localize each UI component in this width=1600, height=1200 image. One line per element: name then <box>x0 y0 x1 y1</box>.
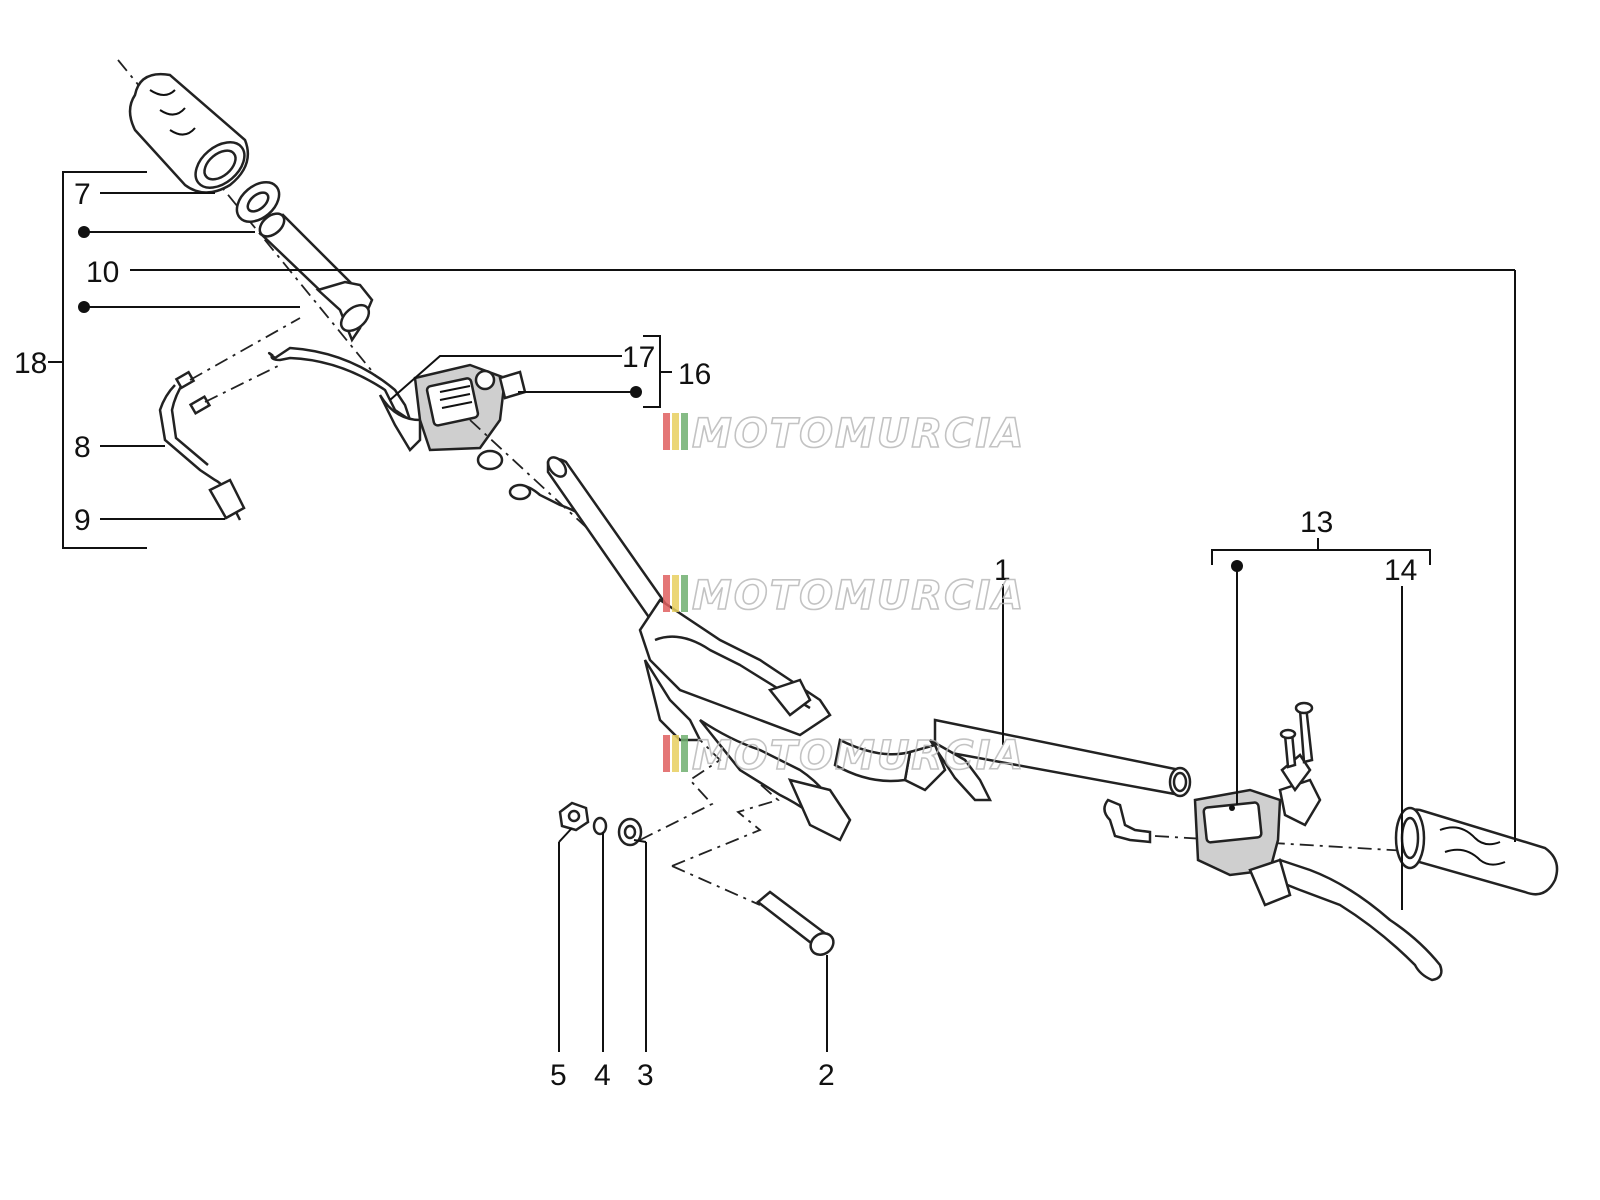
lock-washer <box>592 816 608 836</box>
callout-10: 10 <box>86 256 119 289</box>
callout-7: 7 <box>74 178 91 211</box>
left-brake-master-cylinder <box>267 346 601 541</box>
callout-labels: 18 7 10 8 9 17 16 1 13 14 5 4 3 2 <box>14 178 1417 1092</box>
cable-adjuster <box>208 478 246 520</box>
callout-1: 1 <box>994 554 1011 587</box>
callout-5: 5 <box>550 1059 567 1092</box>
left-rubber-grip <box>128 72 250 194</box>
watermark-middle: MOTOMURCIA <box>663 572 1025 620</box>
callout-2: 2 <box>818 1059 835 1092</box>
callout-8: 8 <box>74 431 91 464</box>
watermark-top: MOTOMURCIA <box>663 410 1025 458</box>
callout-17: 17 <box>622 341 655 374</box>
callout-leaders <box>48 171 1516 1052</box>
callout-3: 3 <box>637 1059 654 1092</box>
throttle-cable <box>158 370 242 521</box>
watermark-text-middle: MOTOMURCIA <box>692 573 1025 619</box>
throttle-tube <box>258 212 374 343</box>
left-grip-assembly <box>117 59 421 521</box>
callout-18: 18 <box>14 347 47 380</box>
handlebar-tube-main <box>546 456 1192 842</box>
watermark-text-top: MOTOMURCIA <box>692 411 1025 457</box>
callout-13: 13 <box>1300 506 1333 539</box>
callout-4: 4 <box>594 1059 611 1092</box>
watermark-bottom: MOTOMURCIA <box>663 732 1025 780</box>
fastener-set <box>558 739 835 956</box>
right-brake-master-cylinder <box>1103 701 1561 982</box>
callout-16: 16 <box>678 358 711 391</box>
watermark-text-bottom: MOTOMURCIA <box>692 733 1025 779</box>
right-rubber-grip <box>1394 806 1559 896</box>
callout-9: 9 <box>74 504 91 537</box>
callout-14: 14 <box>1384 554 1417 587</box>
